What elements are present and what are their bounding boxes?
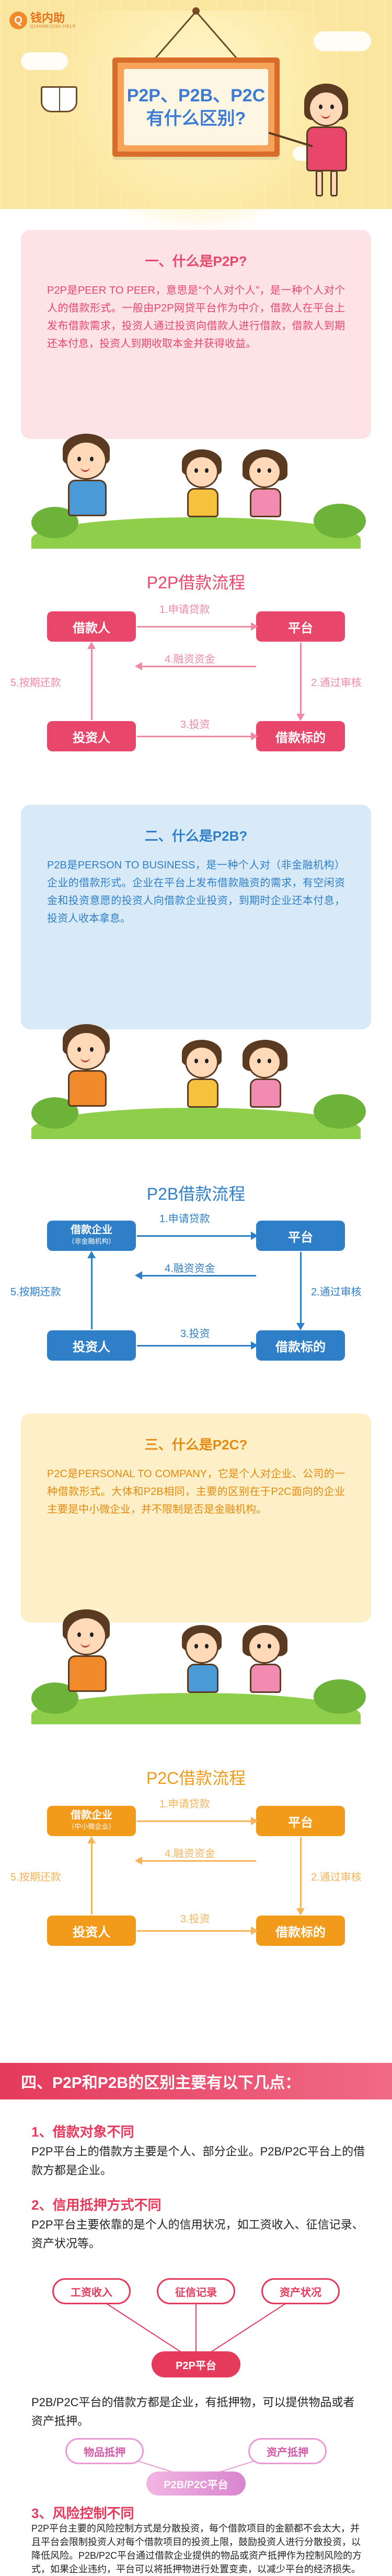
p2p-step-1: 1.申请贷款 xyxy=(159,604,210,616)
p2p-arrow-4 xyxy=(141,666,256,667)
s4-point2-title: 2、信用抵押方式不同 xyxy=(31,2197,162,2213)
p2b-step-3: 3.投资 xyxy=(180,1328,210,1340)
p2b-node-platform: 平台 xyxy=(256,1221,345,1251)
s4-point3-text: P2P平台主要的风险控制方式是分散投资，每个借款项目的金额都不会太大，并且平台会… xyxy=(31,2523,362,2574)
pill-p2b-platform: P2B/P2C平台 xyxy=(146,2471,246,2496)
s4-point2-text: P2P平台主要依靠的是个人的信用状况，如工资收入、征信记录、资产状况等。 xyxy=(31,2218,364,2250)
brand-sub: QIANNEIZHU HELP xyxy=(30,24,76,29)
p2p-node-target: 借款标的 xyxy=(256,721,345,751)
brand-logo[interactable]: Q 钱内助 QIANNEIZHU HELP xyxy=(9,11,76,29)
p2p-title: 一、什么是P2P? xyxy=(145,253,247,269)
cloud xyxy=(314,31,371,51)
p2c-step-5: 5.按期还款 xyxy=(10,1872,61,1883)
p2b-node-target: 借款标的 xyxy=(256,1330,345,1361)
book-icon xyxy=(41,86,77,112)
pill-assets: 资产状况 xyxy=(261,2278,340,2304)
hero-title-line1: P2P、P2B、P2C xyxy=(126,86,266,106)
p2p-arrow-2 xyxy=(300,643,302,717)
p2b-step-5: 5.按期还款 xyxy=(10,1286,61,1298)
p2b-intro-card: 二、什么是P2B? P2B是PERSON TO BUSINESS，是一种个人对（… xyxy=(21,805,371,1029)
p2c-title: 三、什么是P2C? xyxy=(144,1437,248,1453)
p2b-flow-title: P2B借款流程 xyxy=(146,1185,246,1203)
hero-title-line2: 有什么区别? xyxy=(146,109,246,129)
cloud xyxy=(21,52,68,70)
p2p-node-platform: 平台 xyxy=(256,611,345,642)
section4-banner: 四、P2P和P2B的区别主要有以下几点： xyxy=(0,2063,392,2099)
p2b-step-1: 1.申请贷款 xyxy=(159,1213,210,1225)
p2b-kids-illustration xyxy=(21,1019,371,1139)
pointer-icon xyxy=(268,132,313,147)
p2p-arrow-5 xyxy=(91,647,93,720)
brand-name: 钱内助 xyxy=(30,11,65,25)
p2b-step-4: 4.融资资金 xyxy=(165,1263,215,1274)
p2p-flow-title: P2P借款流程 xyxy=(146,573,246,592)
p2c-step-4: 4.融资资金 xyxy=(165,1848,215,1860)
s4-point1-text: P2P平台上的借款方主要是个人、部分企业。P2B/P2C平台上的借款方都是企业。 xyxy=(31,2145,365,2177)
p2p-step-4: 4.融资资金 xyxy=(165,654,215,665)
title-board: P2P、P2B、P2C 有什么区别? xyxy=(112,57,280,157)
p2c-node-target: 借款标的 xyxy=(256,1916,345,1946)
p2c-node-investor: 投资人 xyxy=(47,1916,136,1946)
p2c-step-1: 1.申请贷款 xyxy=(159,1798,210,1810)
p2c-intro-card: 三、什么是P2C? P2C是PERSONAL TO COMPANY，它是个人对企… xyxy=(21,1413,371,1622)
p2c-node-platform: 平台 xyxy=(256,1806,345,1836)
pill-p2p-platform: P2P平台 xyxy=(152,2351,240,2377)
p2p-arrow-1 xyxy=(137,626,252,628)
p2b-description: P2B是PERSON TO BUSINESS，是一种个人对（非金融机构）企业的借… xyxy=(47,860,345,924)
p2c-step-2: 2.通过审核 xyxy=(311,1872,362,1883)
p2c-kids-illustration xyxy=(21,1604,371,1724)
p2b-node-investor: 投资人 xyxy=(47,1330,136,1361)
s4-point3-title: 3、风险控制不同 xyxy=(31,2505,134,2521)
p2p-credit-diagram xyxy=(91,2293,301,2362)
p2b-title: 二、什么是P2B? xyxy=(144,828,248,844)
p2p-step-2: 2.通过审核 xyxy=(311,677,362,689)
p2p-step-3: 3.投资 xyxy=(180,719,210,730)
pill-credit-record: 征信记录 xyxy=(157,2278,235,2304)
teacher-illustration xyxy=(268,84,366,204)
p2c-description: P2C是PERSONAL TO COMPANY，它是个人对企业、公司的一种借款形… xyxy=(47,1468,345,1515)
p2p-node-investor: 投资人 xyxy=(47,721,136,751)
s4-point2-text2: P2B/P2C平台的借款方都是企业，有抵押物，可以提供物品或者资产抵押。 xyxy=(31,2396,355,2428)
hero-banner: Q 钱内助 QIANNEIZHU HELP P2P、P2B、P2C 有什么区别? xyxy=(0,0,392,230)
s4-point1-title: 1、借款对象不同 xyxy=(31,2124,134,2140)
p2p-description: P2P是PEER TO PEER，意思是“个人对个人”，是一种个人对个人的借款形… xyxy=(47,285,345,350)
p2p-intro-card: 一、什么是P2P? P2P是PEER TO PEER，意思是“个人对个人”，是一… xyxy=(21,230,371,439)
pill-goods-pledge: 物品抵押 xyxy=(65,2438,144,2464)
board-string-icon xyxy=(153,10,239,60)
p2c-step-3: 3.投资 xyxy=(180,1913,210,1925)
p2b-step-2: 2.通过审核 xyxy=(311,1286,362,1298)
p2p-kids-illustration xyxy=(21,428,371,549)
logo-icon: Q xyxy=(9,11,27,29)
p2p-node-borrower: 借款人 xyxy=(47,611,136,642)
p2b-node-borrower: 借款企业 （非金融机构） xyxy=(47,1221,136,1251)
pill-salary: 工资收入 xyxy=(52,2278,131,2304)
p2p-arrow-3 xyxy=(137,736,252,737)
pill-asset-pledge: 资产抵押 xyxy=(248,2438,327,2464)
p2c-node-borrower: 借款企业 （中小微企业） xyxy=(47,1806,136,1836)
p2c-flow-title: P2C借款流程 xyxy=(146,1769,246,1788)
p2p-step-5: 5.按期还款 xyxy=(10,677,61,689)
